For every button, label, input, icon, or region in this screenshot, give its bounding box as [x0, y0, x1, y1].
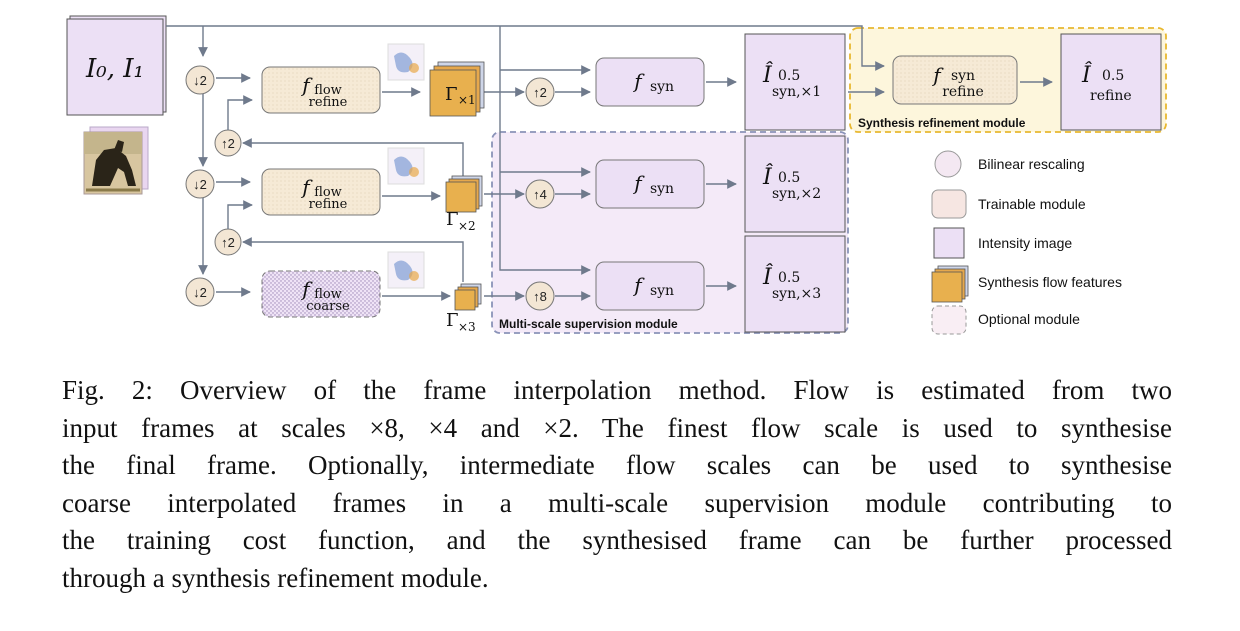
svg-text:refine: refine: [309, 95, 348, 110]
flow-visualization-1: [387, 43, 425, 81]
flow-visualization-3: [387, 251, 425, 289]
syn-module-2: f syn: [595, 159, 705, 209]
legend-item-trainable: Trainable module: [931, 189, 1086, 219]
legend-item-intensity: Intensity image: [933, 227, 1072, 259]
svg-text:Bilinear rescaling: Bilinear rescaling: [978, 156, 1085, 172]
refined-output-image: Î 0.5 refine: [1060, 33, 1162, 131]
svg-text:syn,×3: syn,×3: [772, 286, 821, 302]
svg-text:×3: ×3: [458, 320, 476, 334]
svg-text:↑2: ↑2: [221, 136, 235, 151]
flow-visualization-2: [387, 147, 425, 185]
svg-text:0.5: 0.5: [1102, 68, 1124, 84]
svg-text:↓2: ↓2: [193, 285, 207, 300]
input-frames-label: I₀, I₁: [85, 54, 144, 84]
input-thumbnail-image: [83, 126, 149, 195]
flow-features-x3: Γ ×3: [446, 283, 482, 334]
svg-text:↑4: ↑4: [533, 187, 547, 202]
svg-text:0.5: 0.5: [778, 270, 800, 286]
svg-text:↑8: ↑8: [533, 289, 547, 304]
flow-module-3: f flow coarse: [261, 270, 381, 318]
svg-text:0.5: 0.5: [778, 170, 800, 186]
caption-line: through a synthesis refinement module.: [62, 562, 489, 593]
svg-text:Trainable module: Trainable module: [978, 196, 1086, 212]
syn-refine-module: f syn refine: [892, 55, 1018, 105]
svg-text:Optional module: Optional module: [978, 311, 1080, 327]
svg-text:syn: syn: [650, 79, 674, 95]
figure-caption: Fig. 2: Overview of the frame interpolat…: [62, 372, 1172, 597]
svg-text:syn: syn: [650, 181, 674, 197]
svg-text:Γ: Γ: [445, 84, 458, 105]
diagram-canvas: I₀, I₁ ↓2 ↓2 ↓2: [66, 15, 1167, 335]
legend-item-bilinear: Bilinear rescaling: [934, 150, 1085, 178]
caption-line: the training cost function, and the synt…: [62, 525, 1172, 555]
svg-text:Î: Î: [1081, 61, 1092, 88]
svg-text:coarse: coarse: [306, 299, 350, 314]
legend-item-optional: Optional module: [931, 305, 1080, 335]
rescale-ops: ↓2 ↓2 ↓2 ↑2 ↑2 ↑2 ↑4 ↑8: [185, 65, 555, 311]
caption-line: the final frame. Optionally, intermediat…: [62, 450, 1172, 480]
flow-features-x2: Γ ×2: [445, 175, 483, 233]
multiscale-supervision-label: Multi-scale supervision module: [499, 317, 678, 331]
svg-text:↓2: ↓2: [193, 73, 207, 88]
svg-text:↑2: ↑2: [533, 85, 547, 100]
svg-text:Î: Î: [762, 61, 773, 88]
syn-module-1: f syn: [595, 57, 705, 107]
upsample-syn-1: ↑2: [525, 77, 555, 107]
svg-text:syn: syn: [951, 68, 975, 84]
downsample-2: ↓2: [185, 169, 215, 199]
svg-text:flow: flow: [314, 83, 342, 98]
svg-text:syn,×1: syn,×1: [772, 84, 821, 100]
svg-text:syn,×2: syn,×2: [772, 186, 821, 202]
svg-text:↓2: ↓2: [193, 177, 207, 192]
legend-item-flow-features: Synthesis flow features: [931, 265, 1122, 303]
flow-features-x1: Γ ×1: [429, 61, 485, 117]
input-frames: I₀, I₁: [66, 15, 167, 116]
caption-line: coarse interpolated frames in a multi-sc…: [62, 487, 1172, 518]
flow-module-1: f flow refine: [261, 66, 381, 114]
synthesis-refinement-label: Synthesis refinement module: [858, 116, 1026, 130]
upsample-mid-2: ↑2: [214, 228, 242, 256]
upsample-syn-2: ↑4: [525, 179, 555, 209]
output-image-x2: Î 0.5 syn,×2: [744, 135, 846, 233]
upsample-syn-3: ↑8: [525, 281, 555, 311]
output-image-x1: Î 0.5 syn,×1: [744, 33, 846, 131]
caption-line: input frames at scales ×8, ×4 and ×2. Th…: [62, 412, 1172, 443]
svg-text:0.5: 0.5: [778, 68, 800, 84]
svg-text:Synthesis flow features: Synthesis flow features: [978, 274, 1122, 290]
svg-text:refine: refine: [942, 84, 984, 100]
syn-module-3: f syn: [595, 261, 705, 311]
svg-text:×1: ×1: [458, 93, 476, 107]
svg-text:↑2: ↑2: [221, 235, 235, 250]
upsample-mid-1: ↑2: [214, 129, 242, 157]
downsample-1: ↓2: [185, 65, 215, 95]
svg-text:×2: ×2: [458, 219, 476, 233]
svg-text:syn: syn: [650, 283, 674, 299]
svg-text:refine: refine: [309, 197, 348, 212]
caption-line: Fig. 2: Overview of the frame interpolat…: [62, 375, 1172, 405]
output-image-x3: Î 0.5 syn,×3: [744, 235, 846, 333]
svg-text:Î: Î: [762, 163, 773, 190]
svg-text:flow: flow: [314, 287, 342, 302]
svg-text:refine: refine: [1090, 88, 1132, 104]
svg-text:flow: flow: [314, 185, 342, 200]
svg-text:Intensity image: Intensity image: [978, 235, 1072, 251]
svg-text:Î: Î: [762, 263, 773, 290]
downsample-3: ↓2: [185, 277, 215, 307]
svg-text:Γ: Γ: [446, 310, 459, 331]
legend: Bilinear rescaling Trainable module Inte…: [931, 150, 1122, 335]
flow-module-2: f flow refine: [261, 168, 381, 216]
svg-text:Γ: Γ: [446, 209, 459, 230]
